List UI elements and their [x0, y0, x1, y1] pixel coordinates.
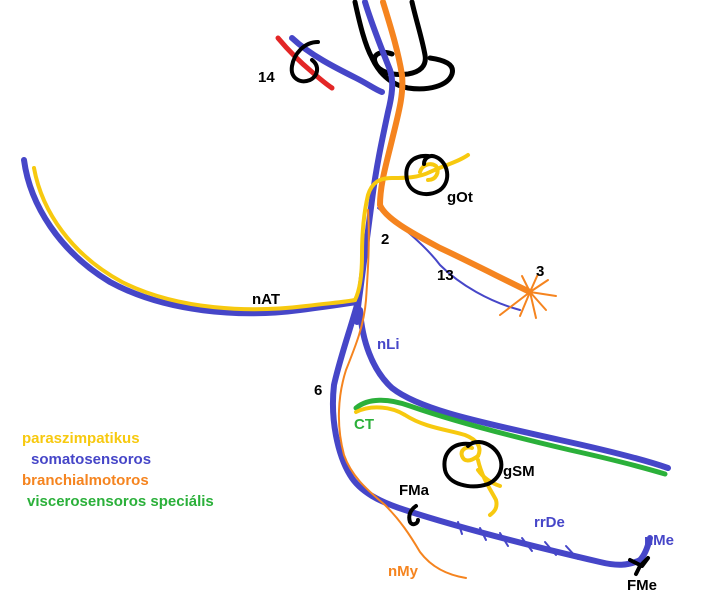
label-14: 14	[258, 69, 275, 86]
legend-parasympathetic: paraszimpatikus	[22, 430, 140, 447]
label-gSM: gSM	[503, 463, 535, 480]
mark-14	[289, 40, 320, 84]
parasympathetic-fibers	[32, 153, 502, 517]
foramen-mentale-mark	[628, 556, 650, 576]
ganglion-submandibulare	[442, 440, 504, 489]
label-2: 2	[381, 231, 389, 248]
color-legend: paraszimpatikus somatosensoros branchial…	[22, 428, 214, 512]
label-gOt: gOt	[447, 189, 473, 206]
label-13: 13	[437, 267, 454, 284]
label-nLi: nLi	[377, 336, 400, 353]
label-CT: CT	[354, 416, 374, 433]
label-6: 6	[314, 382, 322, 399]
label-FMe: FMe	[627, 577, 657, 594]
branchiomotor-fibers	[377, 0, 533, 295]
label-FMa: FMa	[399, 482, 430, 499]
label-nAT: nAT	[252, 291, 280, 308]
viscerosensory-fibers	[353, 397, 668, 477]
red-vessel	[275, 35, 335, 91]
label-nMe: nMe	[644, 532, 674, 549]
legend-branchiomotor: branchialmotoros	[22, 472, 149, 489]
somatosensory-thin-branches	[377, 207, 579, 560]
legend-viscerosensory: viscerosensoros speciális	[27, 493, 214, 510]
nerve-trunk-outline	[352, 0, 455, 92]
label-nMy: nMy	[388, 563, 419, 580]
label-3: 3	[536, 263, 544, 280]
diagram-labels: 14 gOt 2 13 3 nAT nLi 6 CT gSM FMa rrDe …	[252, 69, 674, 594]
label-rrDe: rrDe	[534, 514, 565, 531]
legend-somatosensory: somatosensoros	[31, 451, 152, 468]
ganglion-outlines	[289, 40, 650, 576]
branchiomotor-thin-fibers	[337, 209, 557, 579]
foramen-mandibulae-mark	[407, 504, 420, 527]
ganglion-oticum	[404, 153, 450, 197]
